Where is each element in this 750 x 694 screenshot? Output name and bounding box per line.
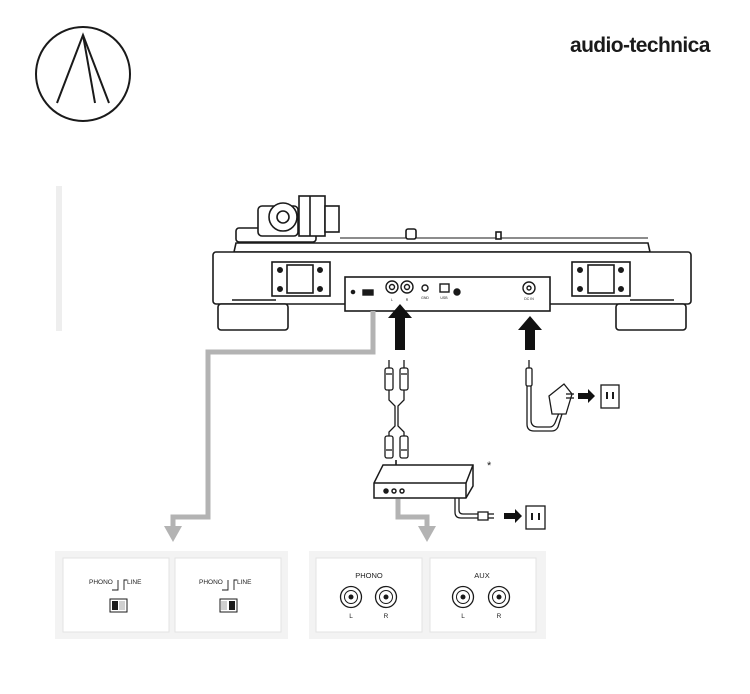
phono-input-title: PHONO (355, 571, 383, 580)
amp-plug-arrow-icon (504, 509, 522, 523)
label-usb: USB (440, 296, 448, 300)
switch-panel-phono (62, 557, 170, 633)
switch-diagram-2: PHONO LINE (199, 579, 252, 613)
dc-connect-arrow-icon (518, 316, 542, 350)
aux-l-label: L (461, 613, 465, 620)
amplifier-optional-asterisk: * (487, 460, 492, 472)
tonearm-icon (235, 195, 340, 243)
switch2-slider-icon (229, 601, 235, 610)
amp-output-arrow-icon (395, 499, 430, 528)
amp-power-cord-icon (454, 498, 494, 521)
amp-arrowhead-icon (418, 526, 436, 542)
turntable-rear-view (212, 195, 692, 331)
rca-connect-arrow-icon (388, 304, 412, 350)
switch1-slider-icon (112, 601, 118, 610)
aux-r-label: R (497, 613, 502, 620)
input-panel-phono (315, 557, 423, 633)
input-panel-aux (429, 557, 537, 633)
aux-input-title: AUX (474, 571, 489, 580)
adapter-wall-outlet-icon (600, 384, 620, 409)
rear-panel-labels: L R GND USB DC IN (391, 296, 534, 302)
ground-terminal-icon (421, 284, 429, 292)
connect-arrows (388, 304, 542, 350)
amp-wall-outlet-icon (525, 505, 546, 530)
label-dc-in: DC IN (524, 297, 534, 301)
side-divider (56, 186, 62, 331)
phono-l-label: L (349, 613, 353, 620)
switch2-phono-label: PHONO (199, 579, 223, 586)
label-gnd: GND (421, 296, 429, 300)
switch1-line-label: LINE (127, 579, 142, 586)
rear-switch-icon (362, 289, 374, 296)
switch2-line-label: LINE (237, 579, 252, 586)
switch-panel-line (174, 557, 282, 633)
label-l: L (391, 298, 393, 302)
phono-input-jacks: PHONO L R (339, 571, 398, 620)
switch-arrowhead-icon (164, 526, 182, 542)
adapter-plug-arrow-icon (578, 389, 595, 403)
ac-adapter-icon (525, 360, 574, 432)
usb-port-icon (439, 283, 450, 293)
rear-panel-connectors (350, 280, 536, 296)
switch-callout-arrow-icon (170, 311, 376, 528)
switch-diagram-1: PHONO LINE (89, 579, 142, 613)
switch1-phono-label: PHONO (89, 579, 113, 586)
label-r: R (406, 298, 409, 302)
phono-r-label: R (384, 613, 389, 620)
brand-wordmark: audio-technica (570, 34, 710, 57)
audio-technica-logo-icon (35, 26, 131, 122)
aux-input-jacks: AUX L R (451, 571, 511, 620)
rca-cable-icon (384, 360, 409, 459)
amplifier-icon (373, 464, 474, 499)
